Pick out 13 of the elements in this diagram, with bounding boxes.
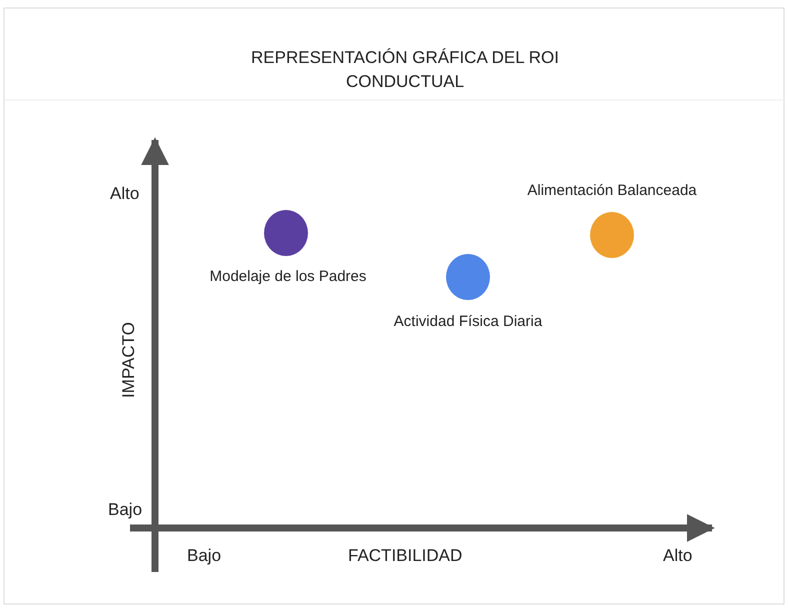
- data-point: [446, 254, 490, 300]
- data-point: [590, 212, 634, 258]
- chart-title: REPRESENTACIÓN GRÁFICA DEL ROI CONDUCTUAL: [250, 47, 560, 93]
- point-label: Modelaje de los Padres: [208, 268, 368, 285]
- axis-tick-label: Bajo: [187, 546, 222, 566]
- axis-tick-label: Alto: [110, 184, 140, 204]
- axis-title: IMPACTO: [118, 322, 139, 398]
- axis-title: FACTIBILIDAD: [348, 546, 462, 566]
- data-point: [264, 210, 308, 256]
- axis-tick-label: Alto: [663, 546, 692, 566]
- axis-tick-label: Bajo: [108, 500, 142, 520]
- point-label: Actividad Física Diaria: [392, 313, 544, 330]
- point-label: Alimentación Balanceada: [526, 182, 698, 199]
